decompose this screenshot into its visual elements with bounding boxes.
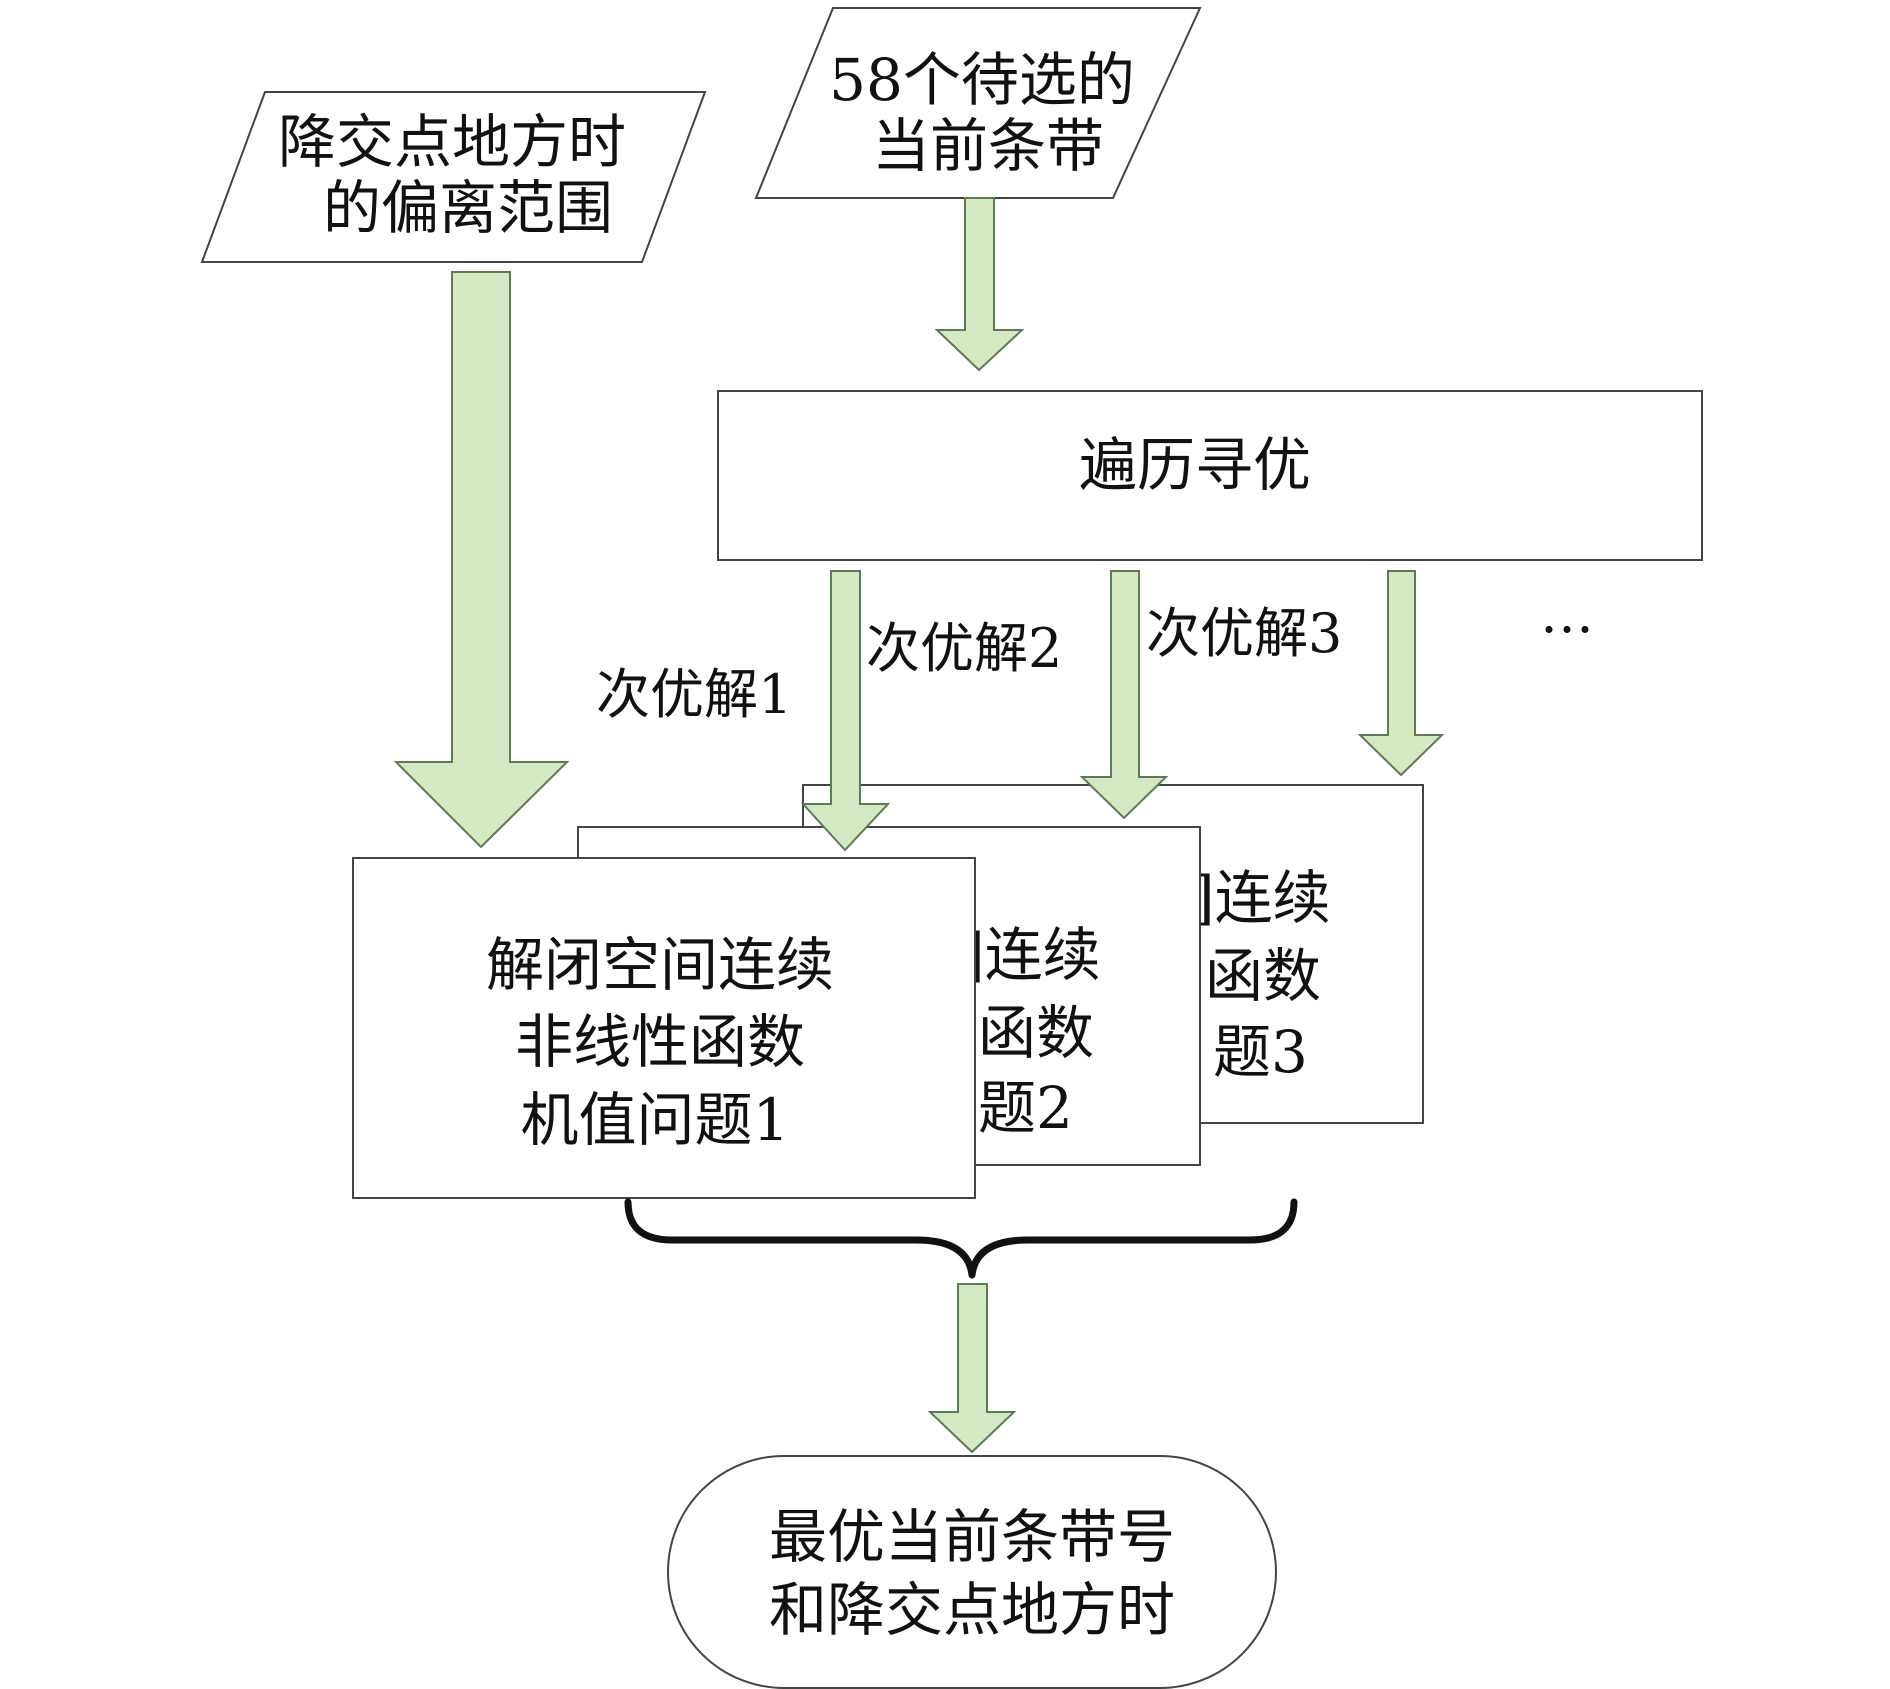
deviation-range-text-line1: 降交点地方时: [278, 108, 626, 176]
suboptimal-label-2: 次优解2: [866, 617, 1062, 680]
problem-box-1-line3: 机值问题1: [521, 1086, 790, 1154]
deviation-range-text-line2: 的偏离范围: [323, 174, 613, 242]
more-solutions-ellipsis: …: [1540, 582, 1594, 645]
candidate-strips-text-line1: 58个待选的: [829, 46, 1135, 114]
problem-box-2-line1: ]连续: [962, 921, 1101, 989]
arrow-brace-to-output: [927, 1283, 1017, 1454]
suboptimal-label-1: 次优解1: [596, 663, 792, 726]
problem-box-2-line3: 题2: [978, 1074, 1073, 1142]
exhaustive-search-box: [717, 390, 1703, 561]
candidate-strips-text-line2: 当前条带: [872, 112, 1104, 180]
optimal-result-line1: 最优当前条带号: [769, 1503, 1175, 1571]
arrow-deviation-to-problem: [393, 271, 570, 849]
optimal-result-line2: 和降交点地方时: [769, 1576, 1175, 1644]
problem-box-3-line3: 题3: [1213, 1018, 1308, 1086]
arrow-suboptimal-3: [1357, 570, 1445, 777]
arrow-suboptimal-1: [800, 570, 891, 852]
problem-box-1: [352, 857, 976, 1199]
arrow-suboptimal-2: [1079, 570, 1169, 820]
problem-box-3-line1: ]连续: [1192, 864, 1331, 932]
problem-box-2-line2: 函数: [978, 999, 1094, 1067]
arrow-candidates-to-search: [934, 197, 1025, 372]
suboptimal-label-3: 次优解3: [1146, 602, 1342, 665]
problem-box-1-line1: 解闭空间连续: [486, 931, 834, 999]
exhaustive-search-label: 遍历寻优: [1079, 431, 1311, 499]
problem-box-3-line2: 函数: [1205, 942, 1321, 1010]
deviation-range-input-shape: [200, 91, 707, 263]
candidate-strips-input-shape: [754, 7, 1202, 199]
problem-box-1-line2: 非线性函数: [515, 1008, 805, 1076]
optimal-result-terminal: [667, 1455, 1277, 1689]
grouping-brace: [624, 1198, 1298, 1279]
